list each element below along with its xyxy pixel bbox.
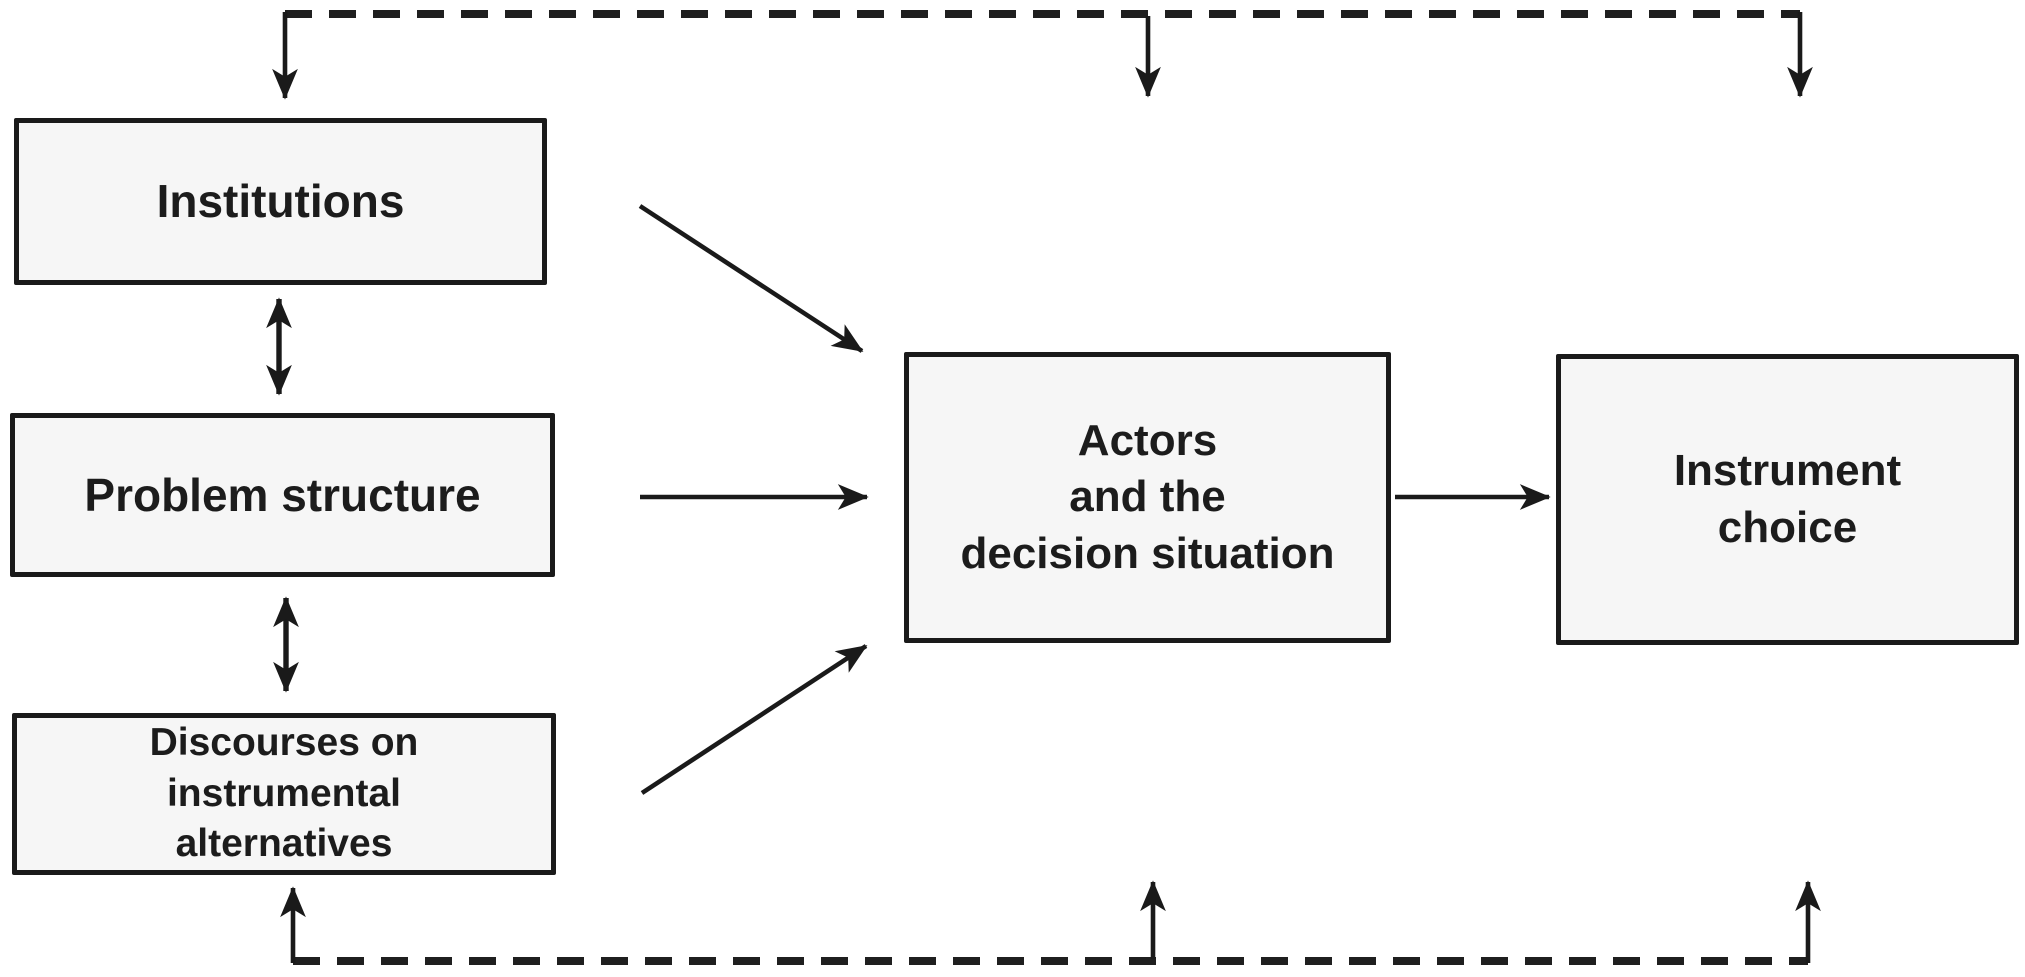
box-instrument-choice-label: Instrument choice (1673, 446, 1902, 552)
box-discourses: Discourses on instrumental alternatives (12, 713, 556, 875)
box-problem-structure-label: Problem structure (84, 468, 481, 521)
arrow-discourses-to-actors (640, 644, 868, 795)
arrow-institutions-to-actors (638, 204, 864, 353)
box-institutions-label: Institutions (156, 175, 405, 228)
box-problem-structure: Problem structure (10, 413, 555, 577)
box-instrument-choice: Instrument choice (1556, 354, 2019, 645)
box-discourses-label: Discourses on instrumental alternatives (149, 720, 419, 866)
box-actors: Actors and the decision situation (904, 352, 1391, 643)
box-actors-label: Actors and the decision situation (960, 416, 1335, 578)
box-institutions: Institutions (14, 118, 547, 285)
